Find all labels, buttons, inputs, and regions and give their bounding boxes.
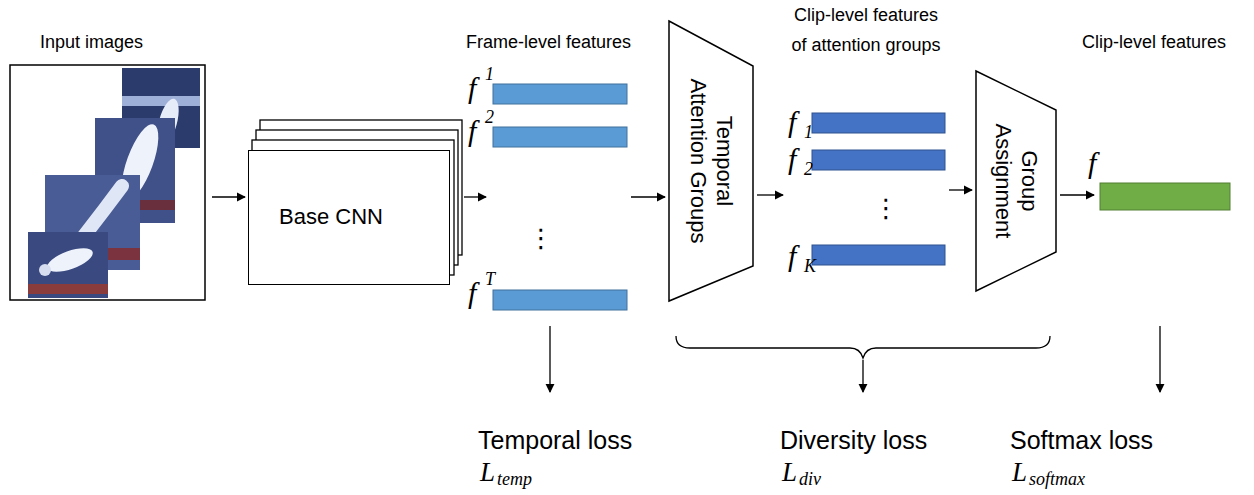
feature-index: 1	[485, 65, 494, 83]
loss-arrow	[862, 360, 863, 392]
trapezoid-shape	[669, 21, 753, 301]
flow-arrow	[1060, 194, 1094, 195]
frame-detail	[122, 96, 200, 106]
rotated-text-wrap: Temporal Attention Groups	[685, 75, 738, 247]
loss-arrow	[1159, 326, 1160, 392]
loss-symbol: L	[480, 459, 495, 486]
frame-feature-bar	[493, 290, 627, 310]
trapezoid-module: Group Assignment	[975, 70, 1057, 292]
ellipsis: ⋮	[873, 195, 899, 221]
process-box: Base CNN	[248, 150, 450, 285]
feature-index: 1	[804, 123, 813, 141]
loss-symbol: L	[1012, 459, 1027, 486]
section-heading: Frame-level features	[466, 33, 631, 51]
loss-name: Temporal loss	[478, 428, 632, 453]
module-label: Group Assignment	[990, 115, 1043, 247]
loss-name: Diversity loss	[780, 428, 927, 453]
loss-subscript: softmax	[1029, 470, 1085, 488]
feature-symbol: f	[1088, 148, 1096, 178]
trapezoid-module: Temporal Attention Groups	[668, 20, 754, 302]
section-heading: Input images	[40, 33, 143, 51]
frame-feature-bar	[493, 127, 627, 147]
video-frame	[28, 232, 108, 298]
feature-symbol: f	[788, 144, 796, 174]
flow-arrow	[631, 196, 665, 197]
feature-symbol: f	[468, 73, 476, 103]
loss-subscript: div	[799, 470, 821, 488]
diver-figure	[39, 264, 51, 276]
flow-arrow	[212, 196, 245, 197]
diver-figure	[44, 243, 95, 276]
feature-index: 2	[485, 108, 494, 126]
loss-arrow	[549, 326, 550, 392]
feature-index: K	[804, 257, 816, 275]
feature-symbol: f	[788, 241, 796, 271]
group-feature-bar	[812, 113, 945, 133]
flow-arrow	[464, 196, 486, 197]
module-label: Temporal Attention Groups	[685, 75, 738, 247]
section-heading: Clip-level features of attention groups	[788, 0, 944, 60]
loss-symbol: L	[782, 459, 797, 486]
input-frames	[28, 68, 200, 298]
feature-symbol: f	[788, 107, 796, 137]
loss-subscript: temp	[497, 470, 532, 488]
group-brace	[676, 336, 1050, 358]
ellipsis: ⋮	[528, 225, 554, 251]
process-label: Base CNN	[279, 204, 383, 230]
input-box	[10, 65, 205, 300]
flow-arrow	[757, 194, 783, 195]
section-heading: Clip-level features	[1082, 33, 1226, 51]
rotated-text-wrap: Group Assignment	[990, 115, 1043, 247]
feature-index: T	[485, 270, 495, 288]
group-feature-bar	[812, 245, 945, 265]
frame-detail	[28, 284, 108, 294]
trapezoid-shape	[976, 71, 1056, 291]
feature-symbol: f	[468, 278, 476, 308]
group-feature-bar	[812, 150, 945, 170]
feature-index: 2	[804, 160, 813, 178]
clip-feature-bar	[1100, 183, 1230, 210]
frame-feature-bar	[493, 84, 627, 104]
feature-symbol: f	[468, 116, 476, 146]
loss-name: Softmax loss	[1010, 428, 1153, 453]
flow-arrow	[949, 189, 972, 190]
